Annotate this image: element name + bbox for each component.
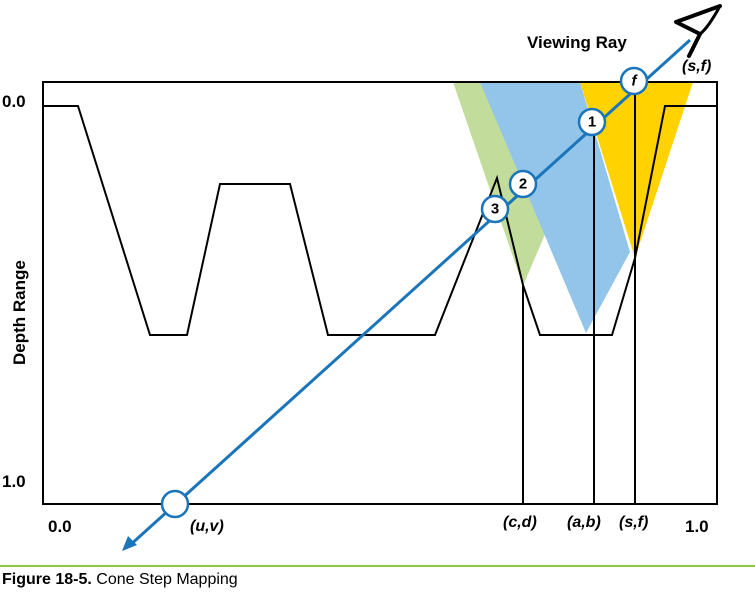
x-tick-1: 1.0 (685, 517, 709, 536)
y-tick-1: 1.0 (2, 472, 26, 491)
x-tick-0: 0.0 (48, 517, 72, 536)
viewing-ray-label: Viewing Ray (527, 33, 627, 52)
y-axis-label: Depth Range (10, 260, 29, 365)
step-marker-3-label: 3 (491, 201, 499, 218)
uv-marker (160, 489, 190, 519)
step-marker-f-label: f (632, 73, 639, 90)
step-marker-2-label: 2 (519, 176, 527, 193)
ray-arrowhead (122, 536, 137, 551)
point-label-uv: (u,v) (190, 518, 224, 535)
point-label-cd: (c,d) (503, 514, 537, 531)
cone-green (453, 82, 546, 286)
caption-text: Cone Step Mapping (91, 571, 238, 588)
eye-icon (674, 4, 722, 58)
point-label-sf-top: (s,f) (682, 58, 712, 75)
cone-blue (480, 82, 630, 333)
y-tick-0: 0.0 (2, 92, 26, 111)
step-marker-3: 3 (480, 194, 510, 224)
plot-frame (42, 81, 718, 505)
point-label-sf-bottom: (s,f) (619, 514, 649, 531)
cone-yellow (580, 82, 693, 258)
height-profile (43, 105, 717, 336)
caption-divider (0, 565, 755, 567)
step-marker-f: f (619, 66, 649, 96)
step-marker-1: 1 (577, 107, 607, 137)
step-marker-1-label: 1 (588, 114, 596, 131)
figure-caption: Figure 18-5. Cone Step Mapping (2, 571, 238, 589)
caption-label: Figure 18-5. (2, 571, 92, 588)
point-label-ab: (a,b) (567, 514, 601, 531)
step-marker-2: 2 (508, 169, 538, 199)
